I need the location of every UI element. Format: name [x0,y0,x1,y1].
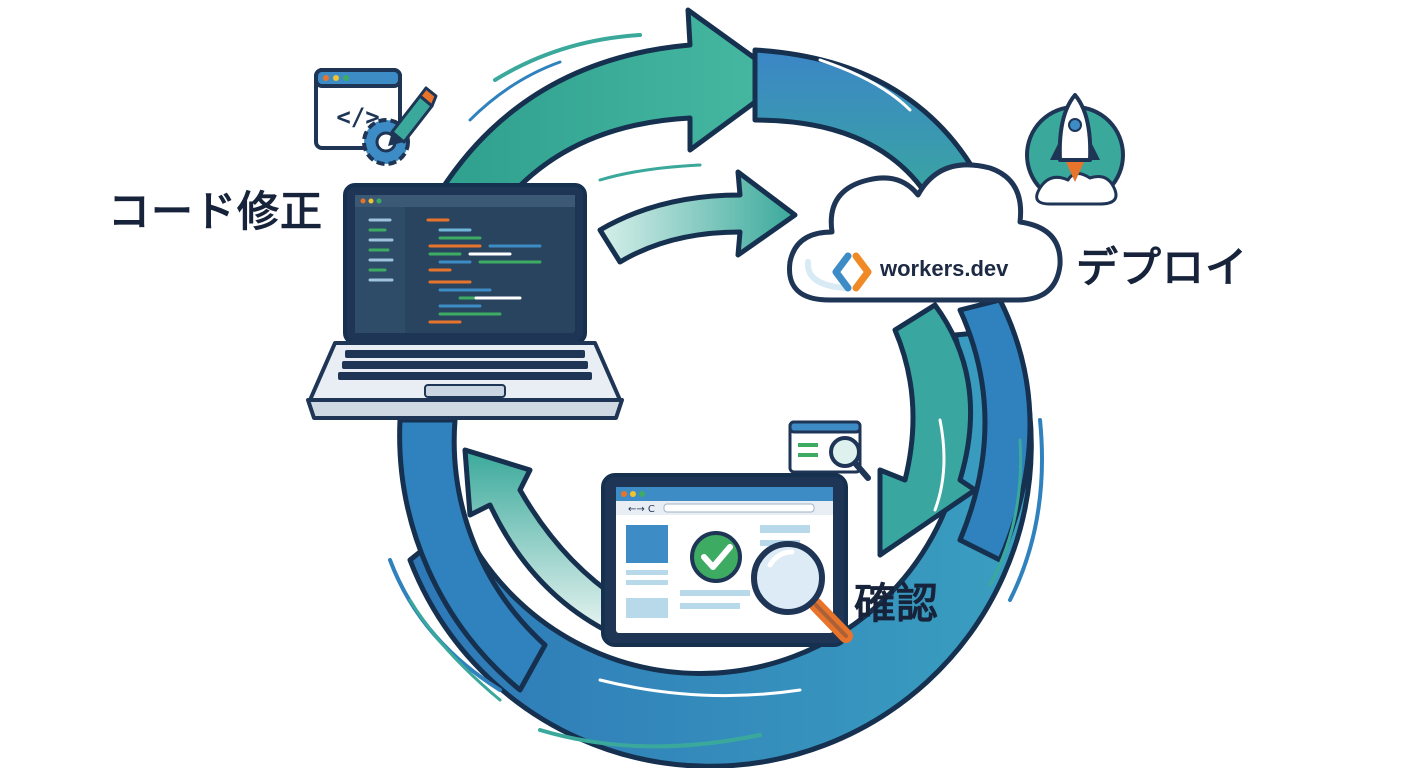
top-cycle-arc [432,7,788,218]
laptop-icon [306,183,624,420]
bottom-cycle-arc [407,327,1034,768]
left-cycle-arc [397,417,548,693]
deploy-label: デプロイ [1076,243,1249,292]
verify-label: 確認 [854,579,939,628]
code-lines [368,218,542,324]
middle-deploy-arrow [597,169,798,265]
workers-dev-label: workers.dev [880,256,1009,281]
cloudflare-logo-icon [832,252,872,292]
pencil-icon [388,86,438,146]
code-fix-label: コード修正 [108,187,324,236]
cloud-icon [787,162,1063,303]
check-icon [690,531,742,583]
right-down-arc [877,302,978,558]
browser-search-icon [788,420,871,481]
magnifier-icon [751,541,853,643]
right-outer-arc [957,297,1033,563]
motion-lines [388,33,1044,749]
rocket-icon [1025,93,1125,206]
keyboard [338,350,592,380]
svg-text:←→ C: ←→ C [628,504,655,515]
